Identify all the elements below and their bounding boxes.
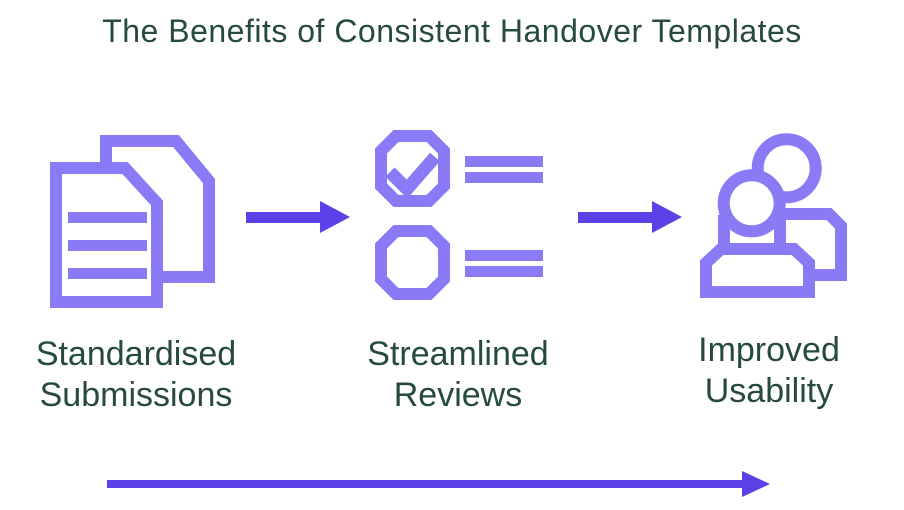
step-label-line: Streamlined (367, 335, 549, 373)
step-label-line: Submissions (39, 376, 233, 414)
flow-arrow-2 (578, 201, 682, 233)
documents-icon (50, 135, 215, 308)
step-label-line: Standardised (35, 335, 237, 373)
people-icon (700, 133, 847, 298)
step-label-improved-usability: Improved Usability (619, 330, 904, 412)
diagram-title: The Benefits of Consistent Handover Temp… (102, 13, 802, 49)
step-label-line: Improved (698, 331, 840, 369)
flow-arrow-1 (246, 201, 350, 233)
step-label-line: Usability (704, 372, 834, 410)
step-label-streamlined-reviews: Streamlined Reviews (308, 334, 608, 416)
checklist-icon (375, 130, 543, 300)
step-label-standardised-submissions: Standardised Submissions (0, 334, 286, 416)
bottom-progress-arrow (107, 471, 770, 497)
step-label-line: Reviews (393, 376, 523, 414)
